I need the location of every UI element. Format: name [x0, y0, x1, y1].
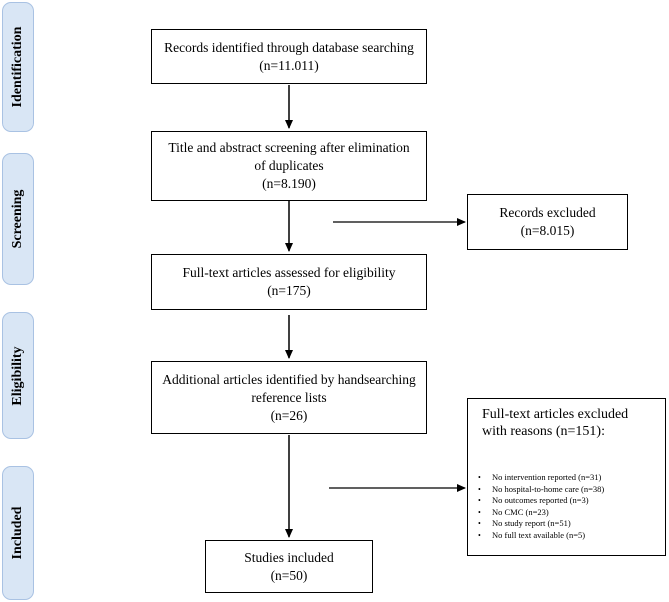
bullet-icon: •	[478, 519, 481, 529]
bullet-icon: •	[478, 496, 481, 506]
list-item: • No full text available (n=5)	[478, 530, 604, 542]
box-additional-articles-line1: Additional articles identified by handse…	[162, 371, 416, 387]
box-studies-included-line1: Studies included	[244, 549, 334, 565]
box-screening-line1: Title and abstract screening after elimi…	[168, 140, 410, 155]
list-item: • No hospital-to-home care (n=38)	[478, 484, 604, 496]
box-fulltext-excluded-title-line2: with reasons (n=151):	[482, 424, 605, 439]
box-records-excluded: Records excluded (n=8.015)	[467, 194, 628, 250]
box-studies-included-count: (n=50)	[270, 567, 308, 583]
exclusion-reason: No outcomes reported (n=3)	[492, 495, 589, 506]
list-item: • No CMC (n=23)	[478, 507, 604, 519]
box-records-excluded-count: (n=8.015)	[520, 223, 575, 238]
list-item: • No study report (n=51)	[478, 518, 604, 530]
box-additional-articles-line2: reference lists	[251, 389, 327, 405]
stage-eligibility: Eligibility	[2, 312, 34, 439]
stage-identification: Identification	[2, 2, 34, 132]
exclusion-reason: No hospital-to-home care (n=38)	[492, 483, 605, 494]
box-fulltext-excluded-title: Full-text articles excluded with reasons…	[482, 406, 662, 440]
exclusion-reason: No intervention reported (n=31)	[492, 472, 602, 482]
exclusion-reason: No study report (n=51)	[492, 518, 571, 529]
box-additional-articles-count: (n=26)	[270, 407, 308, 423]
stage-screening: Screening	[2, 153, 34, 285]
box-fulltext-excluded: Full-text articles excluded with reasons…	[467, 398, 666, 556]
bullet-icon: •	[478, 484, 481, 494]
list-item: • No intervention reported (n=31)	[478, 472, 604, 484]
exclusion-reason: No CMC (n=23)	[492, 506, 549, 517]
exclusion-reasons-list: • No intervention reported (n=31) • No hos…	[478, 472, 604, 542]
stage-included: Included	[2, 466, 34, 600]
box-records-excluded-line1: Records excluded	[499, 205, 596, 220]
box-records-identified-count: (n=11.011)	[259, 57, 319, 73]
bullet-icon: •	[478, 473, 481, 482]
box-fulltext-assessed-line1: Full-text articles assessed for eligibil…	[182, 265, 396, 280]
list-item: • No outcomes reported (n=3)	[478, 495, 604, 507]
box-screening: Title and abstract screening after elimi…	[151, 131, 427, 201]
box-records-identified: Records identified through database sear…	[151, 29, 427, 84]
box-additional-articles: Additional articles identified by handse…	[151, 361, 427, 434]
box-studies-included: Studies included (n=50)	[205, 540, 373, 593]
box-records-identified-line1: Records identified through database sear…	[164, 39, 414, 55]
bullet-icon: •	[478, 530, 481, 540]
box-fulltext-excluded-title-line1: Full-text articles excluded	[482, 407, 629, 422]
box-screening-count: (n=8.190)	[262, 176, 316, 191]
box-fulltext-assessed: Full-text articles assessed for eligibil…	[151, 254, 427, 310]
exclusion-reason: No full text available (n=5)	[492, 529, 586, 540]
box-fulltext-assessed-count: (n=175)	[267, 283, 311, 298]
box-screening-line2: of duplicates	[254, 158, 324, 173]
bullet-icon: •	[478, 507, 481, 517]
